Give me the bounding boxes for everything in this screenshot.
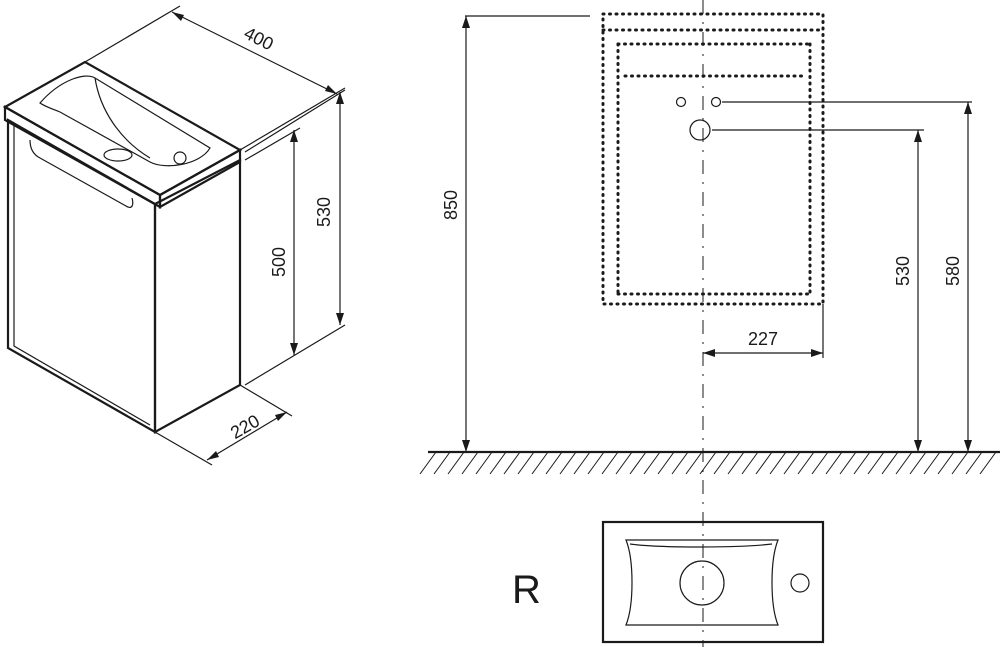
basin-plan-tap-hole	[790, 573, 810, 593]
floor-hatch-line	[867, 451, 885, 475]
floor-hatch-line	[811, 451, 829, 475]
dim-drain-offset: 227	[748, 329, 778, 349]
cabinet-countertop-side	[158, 148, 242, 209]
basin-drain	[103, 148, 133, 162]
basin-plan-drain	[679, 560, 725, 606]
basin-bowl-outline	[39, 75, 211, 167]
floor-hatch-line	[825, 451, 843, 475]
floor-hatch-line	[699, 451, 717, 475]
floor-hatch-line	[419, 451, 437, 475]
floor-hatch-line	[755, 451, 773, 475]
floor-hatch-line	[643, 451, 661, 475]
floor-hatch-line	[447, 451, 465, 475]
floor-hatch-line	[895, 451, 913, 475]
basin-bowl-inner	[94, 77, 151, 159]
floor-hatch-line	[545, 451, 563, 475]
hidden-cabinet-outline	[601, 12, 825, 306]
floor-hatch-line	[965, 451, 983, 475]
floor-hatch-line	[629, 451, 647, 475]
variant-label: R	[512, 568, 541, 612]
floor-hatch-line	[783, 451, 801, 475]
floor-hatch-line	[433, 451, 451, 475]
cabinet-door-edge	[13, 124, 151, 426]
floor-hatch-line	[671, 451, 689, 475]
floor-hatch-line	[559, 451, 577, 475]
dim-drain-height: 530	[893, 256, 913, 286]
floor-hatch-line	[853, 451, 871, 475]
floor-hatch-line	[769, 451, 787, 475]
floor-hatch-line	[839, 451, 857, 475]
basin-plan-bowl	[625, 539, 779, 626]
floor-hatch-line	[475, 451, 493, 475]
floor-hatch-line	[797, 451, 815, 475]
floor-hatch-line	[615, 451, 633, 475]
floor-hatch-line	[489, 451, 507, 475]
floor-hatch-line	[881, 451, 899, 475]
supply-hole-right	[710, 96, 722, 108]
floor-hatching	[419, 451, 997, 475]
dim-height-outer: 530	[314, 197, 334, 227]
floor-hatch-line	[727, 451, 745, 475]
floor-hatch-line	[713, 451, 731, 475]
dim-depth: 220	[227, 411, 263, 443]
floor-hatch-line	[517, 451, 535, 475]
basin-plan-outline	[601, 520, 825, 644]
floor-hatch-line	[531, 451, 549, 475]
dim-supply-height: 580	[943, 256, 963, 286]
floor-hatch-line	[587, 451, 605, 475]
isometric-cabinet-view: 400 530 500 220	[2, 5, 346, 466]
drain-outlet	[689, 119, 711, 141]
floor-hatch-line	[657, 451, 675, 475]
dim-total-height: 850	[441, 190, 461, 220]
cabinet-body-side	[153, 158, 242, 434]
dim-line-depth	[206, 411, 288, 461]
floor-hatch-line	[923, 451, 941, 475]
floor-hatch-line	[503, 451, 521, 475]
dim-line-width	[171, 11, 338, 95]
floor-hatch-line	[979, 451, 997, 475]
dim-height-inner: 500	[269, 247, 289, 277]
floor-hatch-line	[685, 451, 703, 475]
supply-hole-left	[675, 96, 687, 108]
floor-hatch-line	[461, 451, 479, 475]
cabinet-top-surface	[2, 60, 243, 197]
floor-hatch-line	[909, 451, 927, 475]
floor-hatch-line	[937, 451, 955, 475]
cabinet-handle	[29, 139, 134, 209]
plan-view: R	[512, 520, 825, 644]
tap-hole	[173, 151, 187, 165]
floor-hatch-line	[741, 451, 759, 475]
floor-hatch-line	[601, 451, 619, 475]
dim-width: 400	[241, 23, 277, 54]
elevation-view: 850 227 530 580	[419, 0, 1000, 647]
floor-hatch-line	[951, 451, 969, 475]
floor-hatch-line	[573, 451, 591, 475]
cabinet-countertop-front	[3, 105, 162, 209]
